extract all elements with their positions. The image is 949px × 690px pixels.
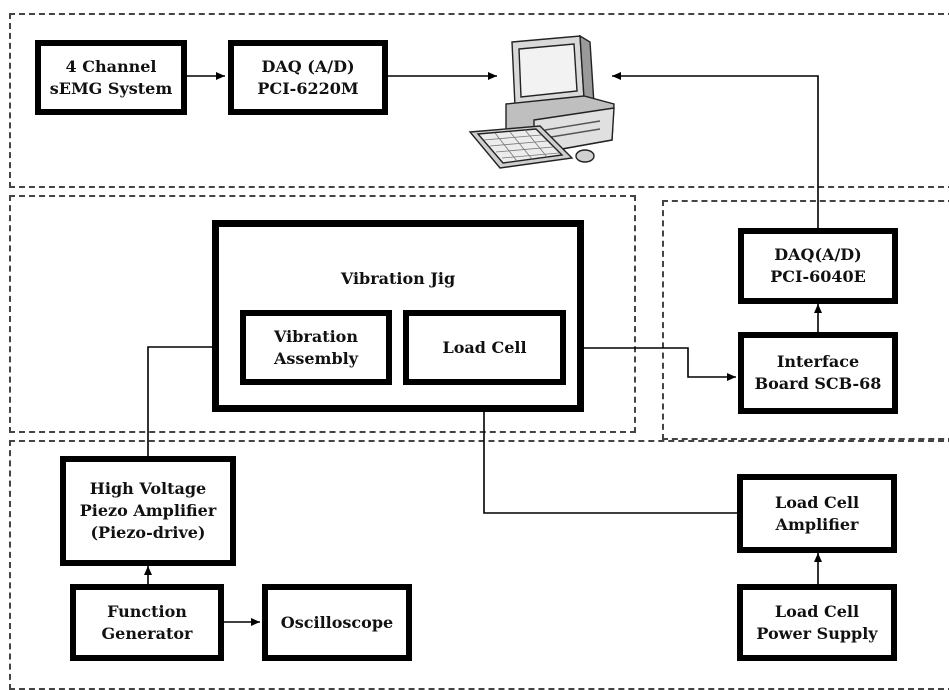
funcgen-line-1: Function	[107, 601, 187, 621]
vibration-assembly-block: Vibration Assembly	[240, 310, 392, 385]
load-cell-power-supply-block: Load Cell Power Supply	[737, 584, 897, 661]
desktop-computer-icon	[468, 34, 615, 169]
lcamp-line-1: Load Cell	[774, 492, 860, 512]
arrow-loadcell-to-interface	[566, 347, 736, 381]
arrow-piezo-to-vibration	[147, 343, 238, 456]
lcpower-line-2: Power Supply	[756, 623, 878, 643]
function-generator-block: Function Generator	[70, 584, 224, 661]
daq1-line-2: PCI-6220M	[257, 78, 359, 98]
load-cell-amplifier-block: Load Cell Amplifier	[737, 474, 897, 553]
load-cell-block: Load Cell	[403, 310, 566, 385]
oscilloscope-label: Oscilloscope	[280, 612, 394, 632]
piezo-line-2: Piezo Amplifier	[79, 501, 217, 520]
interface-line-1: Interface	[776, 352, 860, 371]
daq2-line-1: DAQ(A/D)	[774, 245, 862, 264]
piezo-amplifier-block: High Voltage Piezo Amplifier (Piezo-driv…	[60, 456, 236, 566]
lcamp-line-2: Amplifier	[775, 514, 859, 534]
daq2-line-2: PCI-6040E	[770, 267, 866, 286]
lcpower-line-1: Load Cell	[774, 601, 860, 621]
arrow-lcamp-to-loadcell	[480, 385, 737, 514]
load-cell-label: Load Cell	[442, 337, 527, 357]
daq1-line-1: DAQ (A/D)	[261, 56, 355, 76]
arrow-daq2-to-computer	[612, 72, 819, 228]
region-vibration	[9, 195, 636, 433]
interface-line-2: Board SCB-68	[754, 374, 882, 393]
funcgen-line-2: Generator	[101, 623, 193, 643]
daq-pci6220m-block: DAQ (A/D) PCI-6220M	[228, 40, 388, 115]
region-acquisition	[9, 13, 949, 188]
semg-line-1: 4 Channel	[65, 56, 157, 76]
vib-line-1: Vibration	[274, 326, 358, 346]
daq-pci6040e-block: DAQ(A/D) PCI-6040E	[738, 228, 898, 304]
vib-line-2: Assembly	[273, 348, 359, 368]
interface-board-block: Interface Board SCB-68	[738, 332, 898, 414]
region-daq	[662, 200, 949, 440]
piezo-line-3: (Piezo-drive)	[90, 523, 206, 542]
vibration-jig-title: Vibration Jig	[340, 269, 456, 288]
oscilloscope-block: Oscilloscope	[262, 584, 412, 661]
semg-system-block: 4 Channel sEMG System	[35, 40, 187, 115]
semg-line-2: sEMG System	[49, 78, 173, 98]
piezo-line-1: High Voltage	[89, 479, 207, 498]
